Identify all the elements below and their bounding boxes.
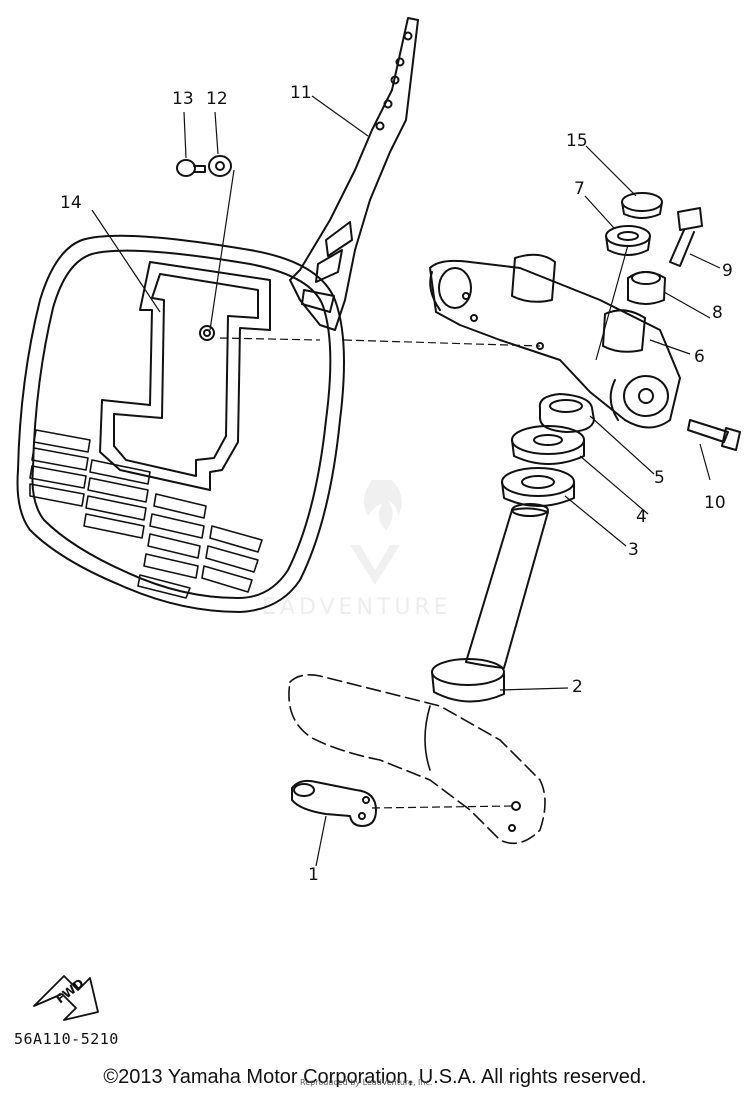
washer-4 <box>511 425 585 465</box>
callout-14: 14 <box>60 193 82 213</box>
callout-3: 3 <box>628 540 639 560</box>
vent-slots <box>29 429 263 599</box>
callout-2: 2 <box>572 677 583 697</box>
callout-4: 4 <box>636 507 647 527</box>
diagram-part-number: 56A110-5210 <box>14 1030 119 1048</box>
parts-diagram: EADVENTURE <box>16 17 741 1021</box>
watermark-logo: EADVENTURE <box>262 480 452 620</box>
callout-1: 1 <box>308 865 319 885</box>
callout-5: 5 <box>654 468 665 488</box>
reproduced-by-note: Reproduced by LeadVenture, Inc. <box>300 1078 433 1087</box>
callouts: 1 2 3 4 5 6 7 8 9 10 11 12 13 14 15 <box>60 83 733 885</box>
bolt-13 <box>176 159 206 177</box>
collar-7 <box>605 225 651 256</box>
bearing-2 <box>431 658 505 703</box>
upper-bracket <box>429 253 681 429</box>
callout-11: 11 <box>290 83 312 103</box>
callout-7: 7 <box>574 179 585 199</box>
clamp-8 <box>627 271 666 305</box>
bearing-3 <box>501 467 575 507</box>
callout-6: 6 <box>694 347 705 367</box>
callout-10: 10 <box>704 493 726 513</box>
bolt-10 <box>687 419 741 451</box>
lower-bracket <box>288 674 546 845</box>
bolt-9 <box>669 207 703 267</box>
callout-15: 15 <box>566 131 588 151</box>
watermark-text: EADVENTURE <box>262 595 452 620</box>
fwd-arrow-icon <box>33 975 99 1021</box>
copyright-notice: ©2013 Yamaha Motor Corporation, U.S.A. A… <box>103 1066 647 1088</box>
washer-12 <box>208 155 232 177</box>
callout-12: 12 <box>206 89 228 109</box>
mounting-strap <box>289 17 419 331</box>
callout-13: 13 <box>172 89 194 109</box>
cable-clamp-1 <box>291 779 377 827</box>
cap-15 <box>621 192 663 219</box>
callout-8: 8 <box>712 303 723 323</box>
steering-stem <box>465 503 549 669</box>
callout-9: 9 <box>722 261 733 281</box>
number-plate <box>16 234 345 613</box>
